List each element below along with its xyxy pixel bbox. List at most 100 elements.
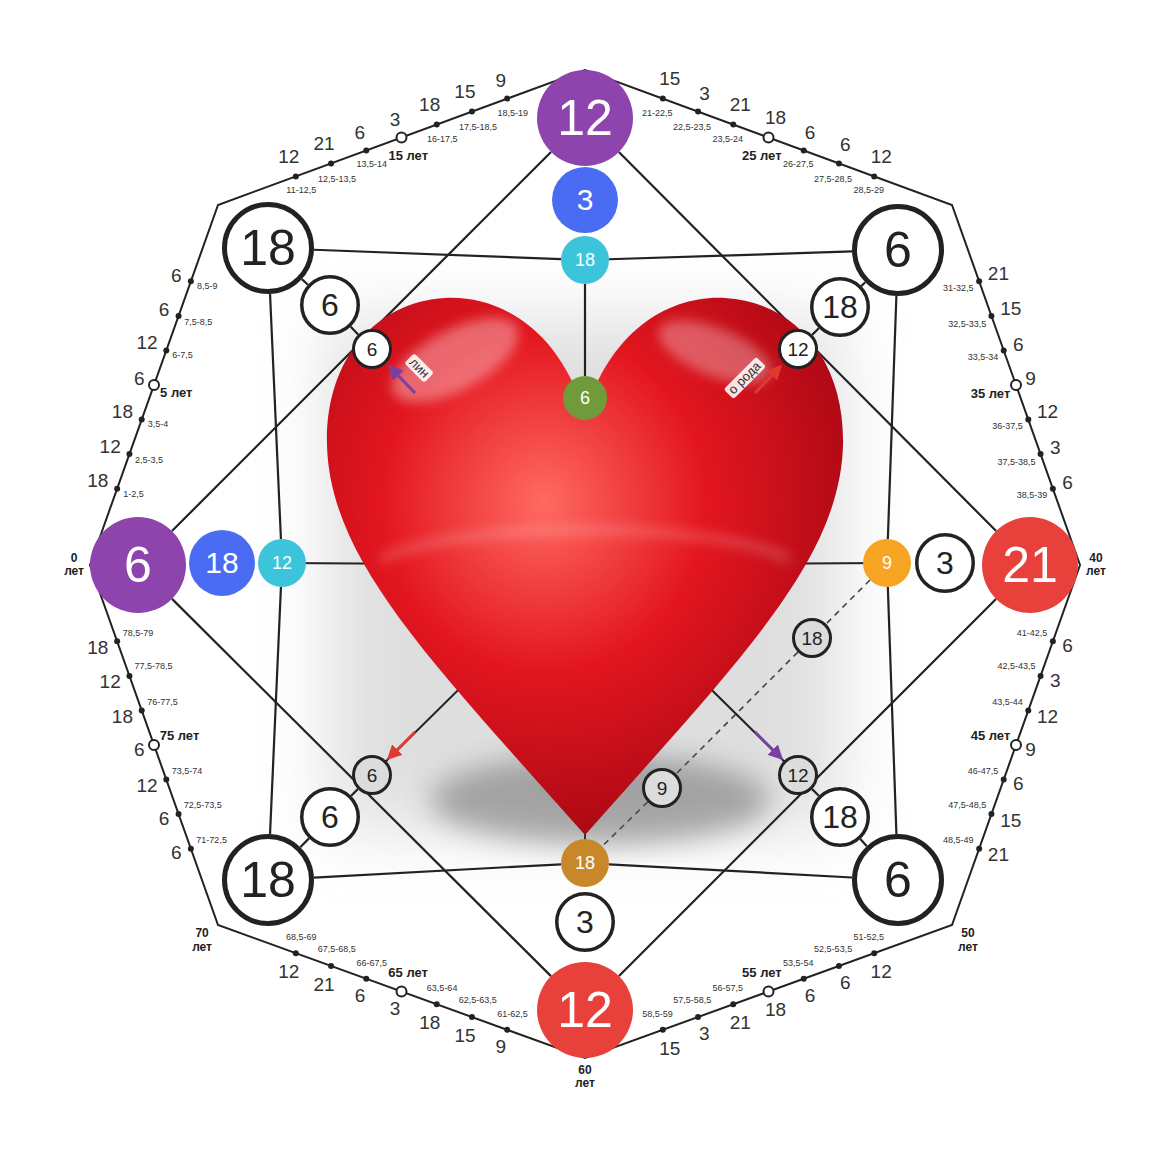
- energy-number: 12: [871, 962, 892, 983]
- age-range: 78,5-79: [123, 629, 154, 639]
- matrix-line: [270, 587, 281, 834]
- age-range: 42,5-43,5: [997, 662, 1035, 672]
- age-dot: [293, 950, 299, 956]
- age-dot: [363, 976, 369, 982]
- energy-number: 6: [134, 740, 145, 761]
- energy-number: 12: [557, 93, 613, 143]
- age-dot: [988, 313, 994, 319]
- age-marker: 55 лет: [742, 966, 782, 980]
- energy-number: 3: [1050, 438, 1061, 459]
- energy-number: 3: [390, 110, 401, 131]
- energy-number: 12: [557, 985, 613, 1035]
- age-marker: 35 лет: [971, 387, 1011, 401]
- energy-circle: 12: [778, 755, 818, 795]
- age-range: 18,5-19: [497, 109, 528, 119]
- age-range: 36-37,5: [992, 422, 1023, 432]
- energy-number: 21: [988, 264, 1009, 285]
- energy-number: 18: [112, 402, 133, 423]
- age-range: 56-57,5: [713, 984, 744, 994]
- energy-number: 12: [136, 776, 157, 797]
- energy-number: 9: [495, 71, 506, 92]
- matrix-line: [300, 838, 309, 847]
- energy-number: 6: [840, 135, 851, 156]
- age-dot: [397, 987, 407, 997]
- age-dot: [163, 347, 169, 353]
- energy-number: 18: [419, 95, 440, 116]
- energy-number: 12: [272, 554, 292, 572]
- age-range: 58,5-59: [642, 1010, 673, 1020]
- matrix-line: [812, 789, 819, 796]
- age-dot: [176, 313, 182, 319]
- energy-number: 18: [240, 223, 296, 273]
- energy-circle: 6: [90, 517, 186, 613]
- age-range: 21-22,5: [642, 109, 673, 119]
- energy-number: 6: [171, 266, 182, 287]
- heart-gloss: [379, 301, 531, 420]
- energy-number: 18: [575, 854, 595, 872]
- age-range: 67,5-68,5: [318, 945, 356, 955]
- age-dot: [764, 133, 774, 143]
- age-range: 37,5-38,5: [997, 458, 1035, 468]
- line-label: лин: [404, 353, 434, 383]
- energy-circle: 6: [563, 376, 607, 420]
- energy-number: 18: [765, 1000, 786, 1021]
- age-dot: [1001, 347, 1007, 353]
- energy-circle: 12: [537, 962, 633, 1058]
- age-dot: [469, 109, 475, 115]
- age-dot: [1050, 638, 1056, 644]
- heart: [327, 298, 843, 835]
- age-range: 22,5-23,5: [673, 123, 711, 133]
- energy-number: 6: [321, 289, 339, 321]
- age-marker: 5 лет: [160, 386, 192, 400]
- energy-number: 15: [659, 1039, 680, 1060]
- energy-circle: 3: [915, 533, 975, 593]
- age-dot: [328, 160, 334, 166]
- age-label: 60 лет: [575, 1064, 595, 1090]
- energy-number: 12: [1037, 707, 1058, 728]
- energy-number: 15: [1000, 811, 1021, 832]
- age-dot: [801, 976, 807, 982]
- age-range: 62,5-63,5: [459, 996, 497, 1006]
- energy-circle: 12: [258, 539, 306, 587]
- age-dot: [1038, 451, 1044, 457]
- age-range: 48,5-49: [943, 836, 974, 846]
- energy-circle: 18: [561, 236, 609, 284]
- energy-number: 12: [100, 437, 121, 458]
- age-dot: [126, 451, 132, 457]
- age-range: 27,5-28,5: [814, 175, 852, 185]
- energy-number: 21: [313, 134, 334, 155]
- energy-number: 9: [657, 779, 668, 798]
- energy-number: 15: [659, 69, 680, 90]
- age-label: 70 лет: [192, 927, 212, 953]
- age-range: 2,5-3,5: [135, 456, 163, 466]
- age-range: 63,5-64: [427, 984, 458, 994]
- energy-circle: 18: [561, 839, 609, 887]
- age-dot: [695, 1014, 701, 1020]
- energy-number: 6: [321, 801, 339, 833]
- age-range: 16-17,5: [427, 135, 458, 145]
- age-dot: [126, 673, 132, 679]
- energy-number: 6: [840, 973, 851, 994]
- age-dot: [836, 963, 842, 969]
- age-marker: 75 лет: [160, 729, 200, 743]
- matrix-line: [812, 328, 819, 335]
- age-dot: [434, 122, 440, 128]
- age-dot: [695, 109, 701, 115]
- age-dot: [871, 173, 877, 179]
- energy-number: 12: [1037, 402, 1058, 423]
- energy-number: 18: [822, 801, 858, 833]
- energy-number: 6: [805, 986, 816, 1007]
- energy-number: 18: [765, 108, 786, 129]
- age-dot: [871, 950, 877, 956]
- age-dot: [504, 1027, 510, 1033]
- age-range: 23,5-24: [713, 135, 744, 145]
- matrix-line: [609, 251, 852, 259]
- matrix-line: [609, 864, 852, 877]
- energy-number: 6: [124, 540, 152, 590]
- energy-circle: 12: [537, 70, 633, 166]
- energy-number: 21: [988, 845, 1009, 866]
- arrow: [389, 732, 415, 758]
- matrix-line: [302, 279, 308, 285]
- age-range: 3,5-4: [148, 420, 169, 430]
- age-range: 76-77,5: [147, 698, 178, 708]
